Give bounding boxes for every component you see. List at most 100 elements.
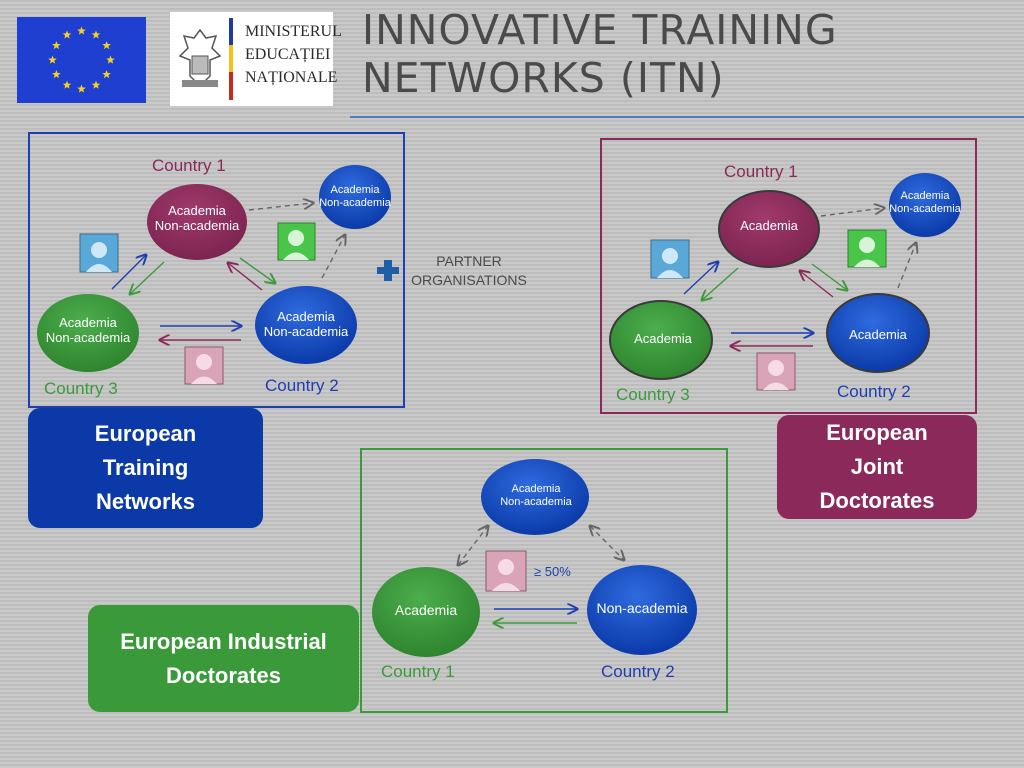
- ejd-node-country1: [718, 190, 820, 268]
- ejd-arrow-1-to-3: [702, 267, 739, 300]
- eid-partner-line2: Non-academia: [500, 496, 572, 508]
- ministry-seal-icon: [178, 28, 222, 88]
- ministry-logo: [170, 12, 333, 106]
- eu-star-icon: [106, 55, 115, 64]
- eu-star-icon: [62, 30, 72, 39]
- eid-arrow-partner-2: [590, 526, 624, 560]
- ministry-name: MINISTERUL EDUCAȚIEI NAȚIONALE: [245, 20, 342, 89]
- ejd-arrow-partner-2: [897, 243, 916, 289]
- ejd-node1-label: Academia: [740, 218, 798, 233]
- ejd-partner-line1: Academia: [900, 190, 950, 202]
- etn-node-country1: [147, 184, 247, 260]
- etn-arrow-3-to-1: [111, 255, 146, 290]
- etn-partner-line1: Academia: [330, 184, 380, 196]
- ejd-country3-label: Country 3: [616, 385, 690, 404]
- etn-node3-line1: Academia: [59, 315, 117, 330]
- eid-label-line1: European Industrial: [120, 628, 327, 654]
- etn-label-line1: European: [94, 421, 197, 446]
- eu-star-icon: [77, 26, 86, 35]
- eu-star-icon: [52, 70, 61, 79]
- partner-line1: PARTNER: [436, 253, 502, 269]
- person-icon-pink: [485, 550, 527, 592]
- ejd-node-country3: [609, 300, 713, 380]
- etn-node1-line1: Academia: [168, 203, 226, 218]
- etn-label-box: European Training Networks: [28, 408, 263, 528]
- eid-partner-line1: Academia: [511, 483, 561, 495]
- etn-node2-line1: Academia: [277, 309, 335, 324]
- person-icon-blue: [650, 239, 690, 279]
- eu-star-icon: [102, 70, 111, 79]
- eid-partner-node: [481, 459, 589, 535]
- eid-partner-label: Academia Non-academia: [487, 483, 585, 509]
- title-line-1: INNOVATIVE TRAINING: [362, 6, 838, 54]
- eid-node2-label: Non-academia: [596, 600, 688, 616]
- person-icon-green: [847, 229, 887, 268]
- eu-flag-logo: [17, 17, 146, 103]
- eu-star-icon: [52, 41, 61, 50]
- ejd-node3-label: Academia: [634, 331, 692, 346]
- page-title: INNOVATIVE TRAINING NETWORKS (ITN): [362, 6, 882, 102]
- person-icon-green: [277, 222, 316, 261]
- ejd-arrow-partner-1: [820, 208, 884, 217]
- eid-country1-label: Country 1: [381, 662, 455, 681]
- eu-star-icon: [62, 80, 72, 89]
- etn-arrow-partner-2: [321, 235, 345, 279]
- ejd-label-line3: Doctorates: [819, 488, 935, 513]
- etn-node2-label: Academia Non-academia: [255, 309, 357, 339]
- ejd-country1-label: Country 1: [724, 162, 798, 181]
- etn-partner-node: [319, 165, 391, 229]
- etn-label-line3: Networks: [95, 489, 196, 514]
- ejd-arrow-1-to-2: [811, 263, 847, 290]
- etn-arrow-2-to-1: [228, 263, 263, 291]
- ejd-arrow-2-to-1: [800, 271, 834, 298]
- title-underline: [350, 116, 1024, 118]
- etn-arrow-partner-1: [248, 203, 313, 211]
- eu-stars-icon: [48, 26, 115, 93]
- ejd-frame: [600, 138, 977, 414]
- ejd-label-line2: Joint: [850, 454, 904, 479]
- eu-star-icon: [91, 30, 101, 39]
- etn-country3-label: Country 3: [44, 379, 118, 398]
- etn-country2-label: Country 2: [265, 376, 339, 395]
- ministry-color-bar: [229, 18, 233, 100]
- etn-arrow-1-to-3: [130, 261, 165, 294]
- eid-label-box: European Industrial Doctorates: [88, 605, 359, 712]
- etn-node-country2: [255, 286, 357, 364]
- ejd-label-box: European Joint Doctorates: [777, 415, 977, 519]
- etn-country1-label: Country 1: [152, 156, 226, 175]
- ejd-node2-label: Academia: [849, 327, 907, 342]
- plus-icon: [377, 260, 399, 281]
- eu-star-icon: [102, 41, 111, 50]
- ejd-arrow-3-to-1: [683, 262, 718, 295]
- ministry-line-2: EDUCAȚIEI: [245, 46, 331, 63]
- eu-star-icon: [77, 84, 86, 93]
- ejd-partner-line2: Non-academia: [889, 203, 961, 215]
- ejd-country2-label: Country 2: [837, 382, 911, 401]
- eid-frame: [360, 448, 728, 713]
- ejd-partner-node: [889, 173, 961, 237]
- ministry-line-1: MINISTERUL: [245, 23, 342, 40]
- person-icon-pink: [756, 352, 796, 391]
- ejd-partner-label: Academia Non-academia: [886, 190, 964, 216]
- eu-star-icon: [91, 80, 101, 89]
- etn-partner-label: Academia Non-academia: [316, 184, 394, 210]
- etn-node3-label: Academia Non-academia: [37, 315, 139, 345]
- eu-star-icon: [48, 55, 57, 64]
- ejd-label-line1: European: [826, 420, 928, 445]
- eid-threshold-label: ≥ 50%: [534, 564, 571, 579]
- title-line-2: NETWORKS (ITN): [362, 54, 725, 102]
- eid-node-country2: [587, 565, 697, 655]
- etn-node3-line2: Non-academia: [45, 330, 131, 345]
- ministry-line-3: NAȚIONALE: [245, 69, 338, 86]
- partner-organisations-label: PARTNER ORGANISATIONS: [407, 252, 531, 290]
- eid-node-country1: [372, 567, 480, 657]
- etn-node1-line2: Non-academia: [154, 218, 240, 233]
- etn-node-country3: [37, 294, 139, 372]
- ejd-node-country2: [826, 293, 930, 373]
- etn-arrow-1-to-2: [239, 257, 275, 283]
- etn-frame: [28, 132, 405, 408]
- etn-partner-line2: Non-academia: [319, 197, 391, 209]
- person-icon-blue: [79, 233, 119, 273]
- person-icon-pink: [184, 346, 224, 385]
